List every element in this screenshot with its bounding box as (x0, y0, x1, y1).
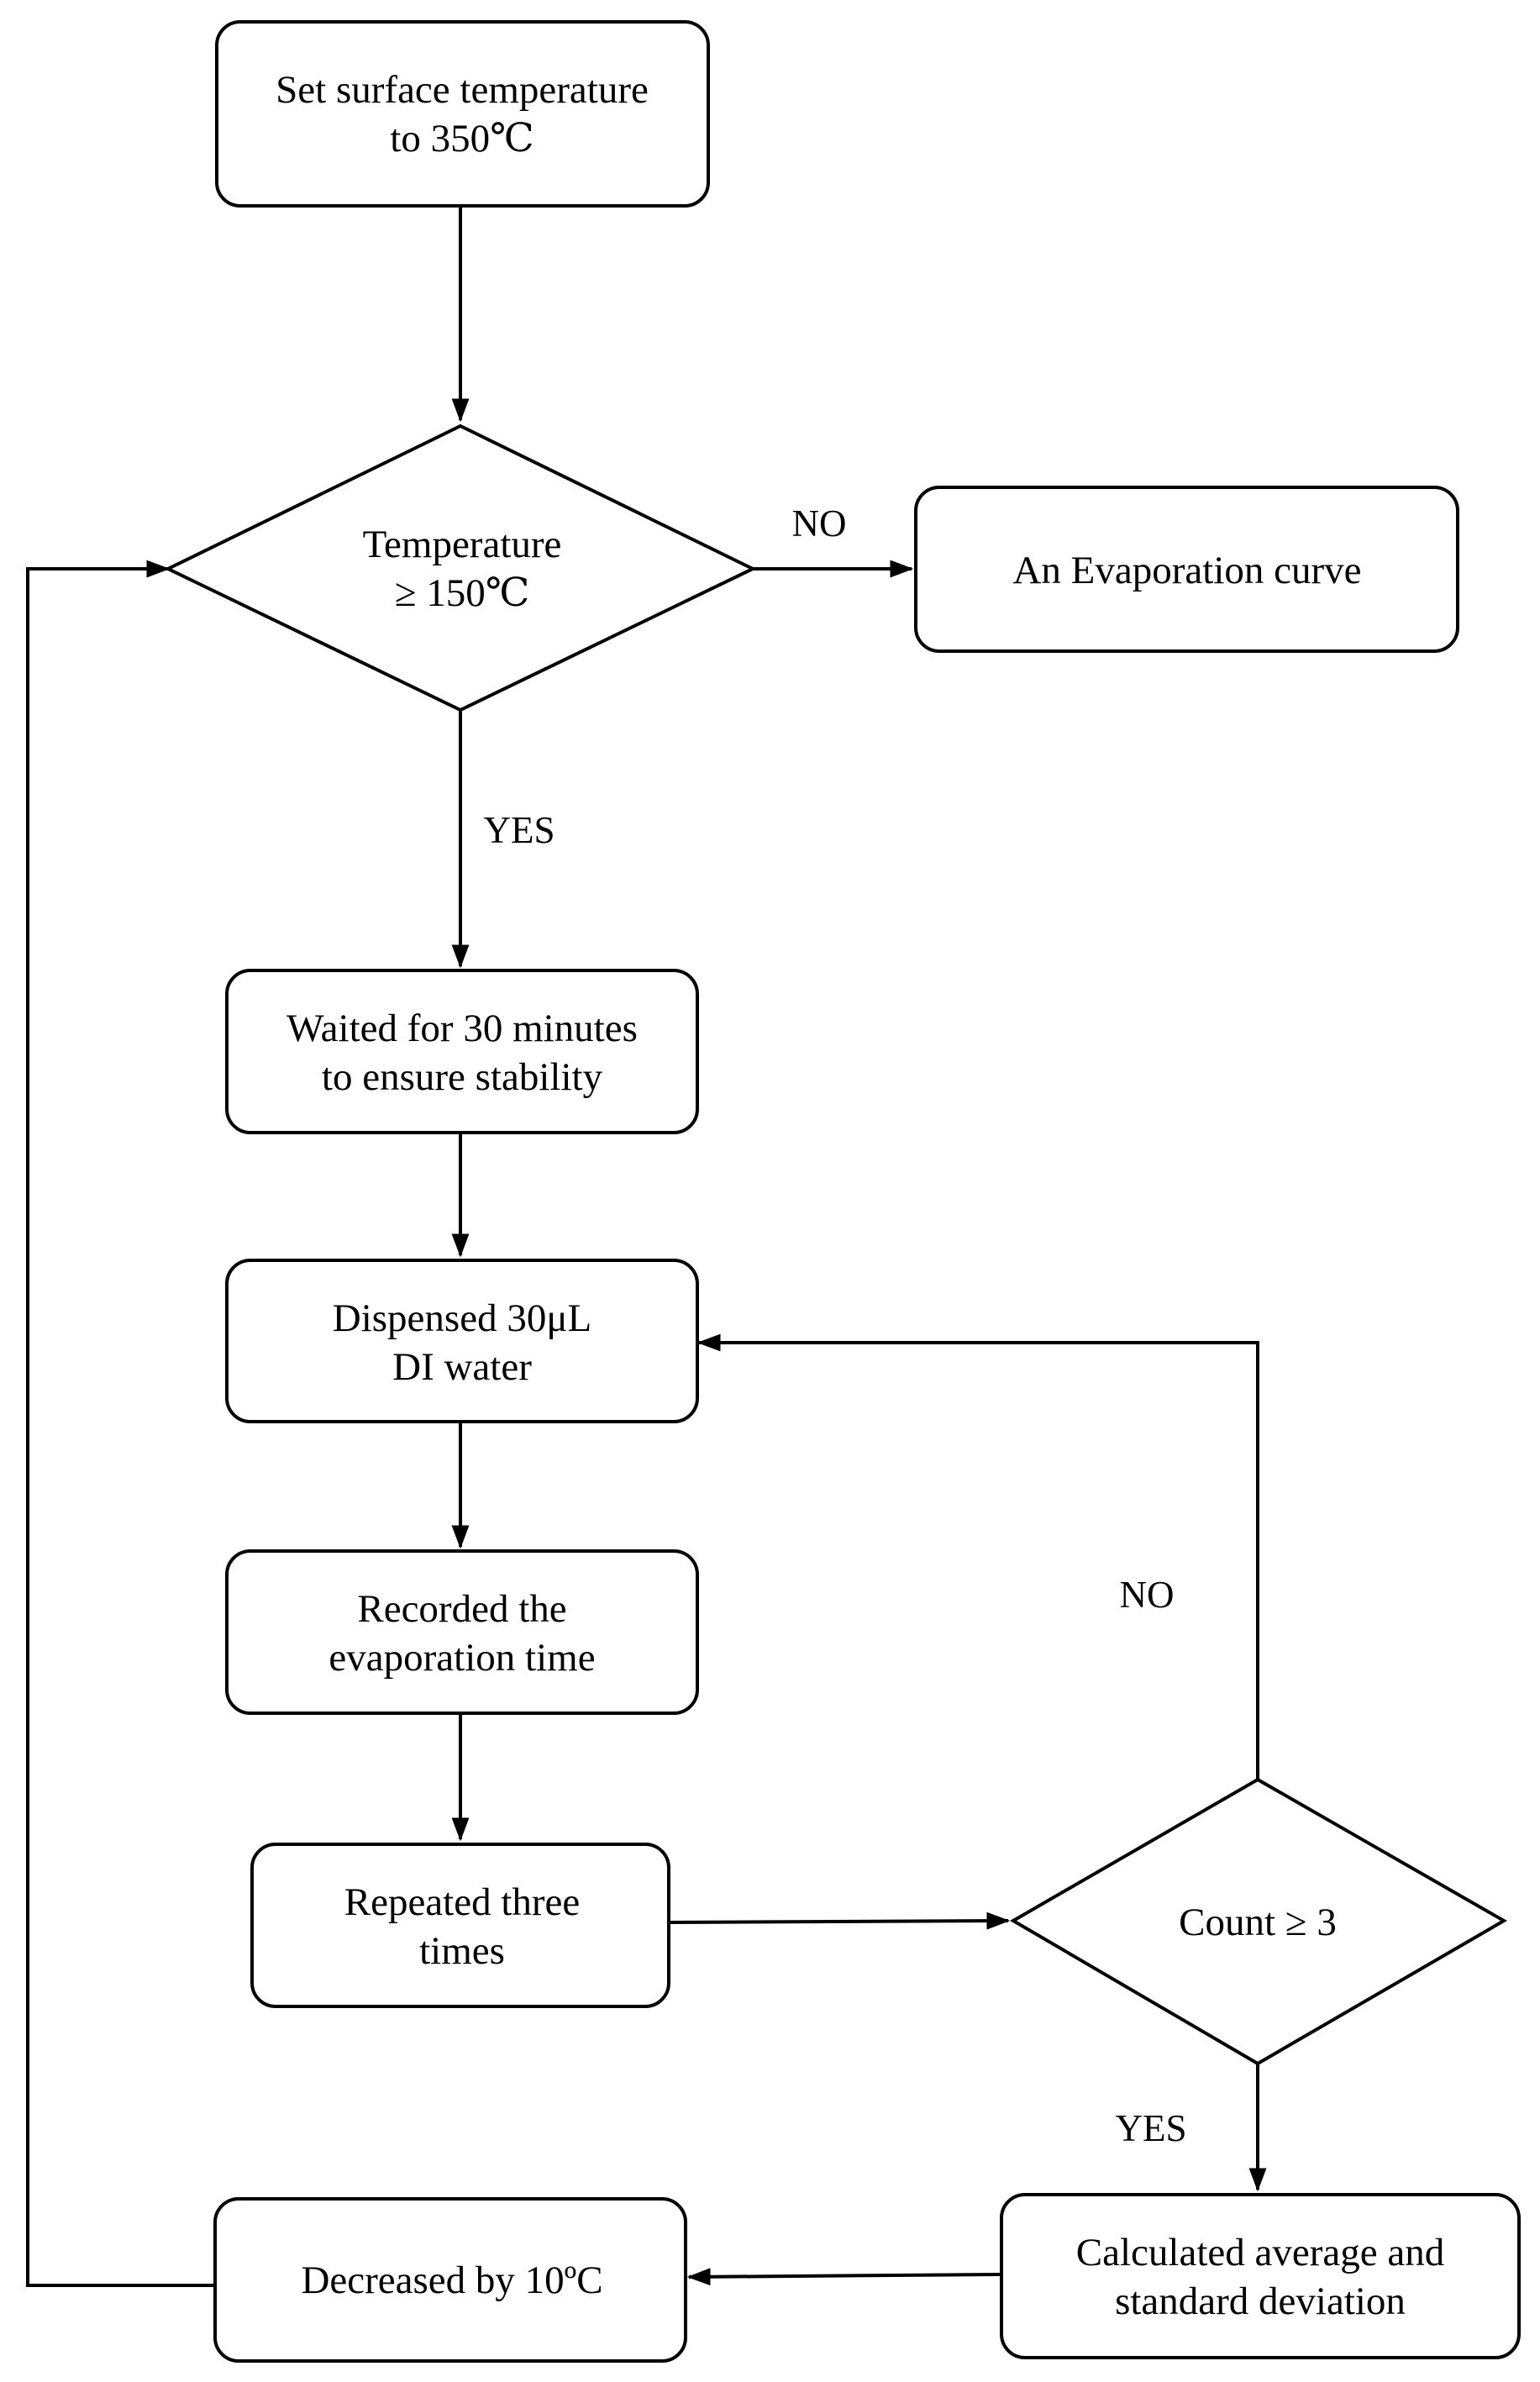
wait-line1: Waited for 30 minutes (286, 1007, 638, 1050)
wait-line2: to ensure stability (322, 1055, 603, 1099)
calculate-line1: Calculated average and (1076, 2231, 1444, 2274)
repeat-line2: times (419, 1929, 505, 1973)
calculate-line2: standard deviation (1115, 2279, 1406, 2323)
record-line1: Recorded the (357, 1587, 566, 1631)
set-temperature-line2: to 350℃ (390, 117, 533, 160)
node-decrease: Decreased by 10ºC (213, 2197, 687, 2363)
node-evaporation-curve: An Evaporation curve (914, 486, 1459, 653)
evaporation-curve-label: An Evaporation curve (1012, 549, 1361, 592)
dispense-line1: Dispensed 30μL (333, 1296, 591, 1340)
node-calculate: Calculated average and standard deviatio… (1000, 2193, 1521, 2359)
dispense-line2: DI water (392, 1345, 532, 1389)
temperature-decision-line2: ≥ 150℃ (395, 571, 530, 615)
record-line2: evaporation time (328, 1636, 595, 1680)
set-temperature-line1: Set surface temperature (276, 68, 649, 112)
temperature-decision-line1: Temperature (363, 523, 562, 566)
arrow-calc-to-decrease (686, 2268, 1001, 2286)
arrow-decrease-loop (26, 560, 215, 2287)
decision-temperature: Temperature ≥ 150℃ (164, 423, 757, 712)
count-no-label: NO (1120, 1574, 1175, 1616)
arrow-repeat-to-count (668, 1911, 1011, 1930)
node-record: Recorded the evaporation time (225, 1549, 699, 1715)
count-decision-label: Count ≥ 3 (1179, 1901, 1337, 1944)
node-wait: Waited for 30 minutes to ensure stabilit… (225, 969, 699, 1134)
temperature-yes-label: YES (483, 809, 555, 851)
node-dispense: Dispensed 30μL DI water (225, 1259, 699, 1423)
decision-count: Count ≥ 3 (1010, 1777, 1508, 2066)
count-yes-label: YES (1115, 2107, 1186, 2149)
node-repeat: Repeated three times (250, 1843, 670, 2008)
arrow-count-no-loop (696, 1333, 1259, 1780)
repeat-line1: Repeated three (344, 1880, 581, 1924)
temperature-no-label: NO (792, 502, 847, 544)
node-set-temperature: Set surface temperature to 350℃ (215, 20, 710, 208)
decrease-label: Decreased by 10ºC (301, 2258, 602, 2302)
connectors (26, 206, 1267, 2287)
